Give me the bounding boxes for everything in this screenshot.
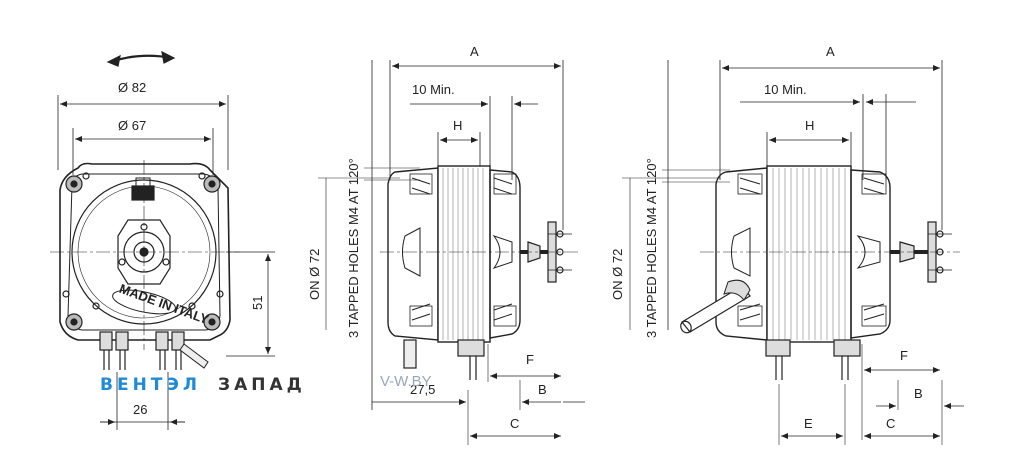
dia-67-label: Ø 67: [118, 118, 146, 133]
tapped-holes-label-1: 3 TAPPED HOLES M4 AT 120°: [346, 158, 361, 338]
front-view-labels: Ø 82 Ø 67 51 26 MADE IN ITALY: [117, 80, 265, 417]
dim-C-label-1: C: [510, 416, 519, 431]
watermark-part-2: ЗАПАД: [218, 375, 306, 395]
dim-F-label-1: F: [526, 352, 534, 367]
dim-B-label-2: B: [914, 386, 923, 401]
front-view: [50, 50, 275, 430]
made-in-italy-label: MADE IN ITALY: [117, 281, 211, 327]
coil-icon: [409, 173, 517, 327]
dim-51-label: 51: [250, 296, 265, 310]
on-dia-72-label-2: ON Ø 72: [610, 249, 625, 300]
dim-B-label-1: B: [538, 382, 547, 397]
dim-C-label-2: C: [886, 416, 895, 431]
dim-E-label: E: [804, 416, 813, 431]
dim-A-label-1: A: [470, 44, 479, 59]
on-dia-72-label-1: ON Ø 72: [307, 249, 322, 300]
dim-F-label-2: F: [900, 348, 908, 363]
side-view-2-labels: A 10 Min. H F B C E 3 TAPPED HOLES M4 AT…: [610, 44, 923, 431]
brand-logo-icon: [131, 177, 155, 201]
watermark-site: V-W.BY: [380, 373, 432, 390]
side-view-1: [318, 60, 585, 445]
dim-A-label-2: A: [826, 44, 835, 59]
dim-H-label-1: H: [453, 118, 462, 133]
dia-82-label: Ø 82: [118, 80, 146, 95]
coil-icon: [737, 173, 887, 327]
ten-min-label-2: 10 Min.: [764, 82, 807, 97]
screw-icon: [65, 175, 221, 331]
tapped-holes-label-2: 3 TAPPED HOLES M4 AT 120°: [644, 158, 659, 338]
rotation-arrow-icon: [106, 50, 176, 67]
ten-min-label-1: 10 Min.: [412, 82, 455, 97]
side-view-1-labels: A 10 Min. H F B C 27,5 3 TAPPED HOLES M4…: [307, 44, 547, 431]
dim-26-label: 26: [133, 402, 147, 417]
dim-27-5-label: 27,5: [410, 382, 435, 397]
side-view-2: [622, 60, 964, 445]
watermark: ВЕНТЭЛ ЗАПАД V-W.BY: [100, 373, 432, 395]
dim-H-label-2: H: [805, 118, 814, 133]
watermark-part-1: ВЕНТЭЛ: [100, 375, 201, 395]
